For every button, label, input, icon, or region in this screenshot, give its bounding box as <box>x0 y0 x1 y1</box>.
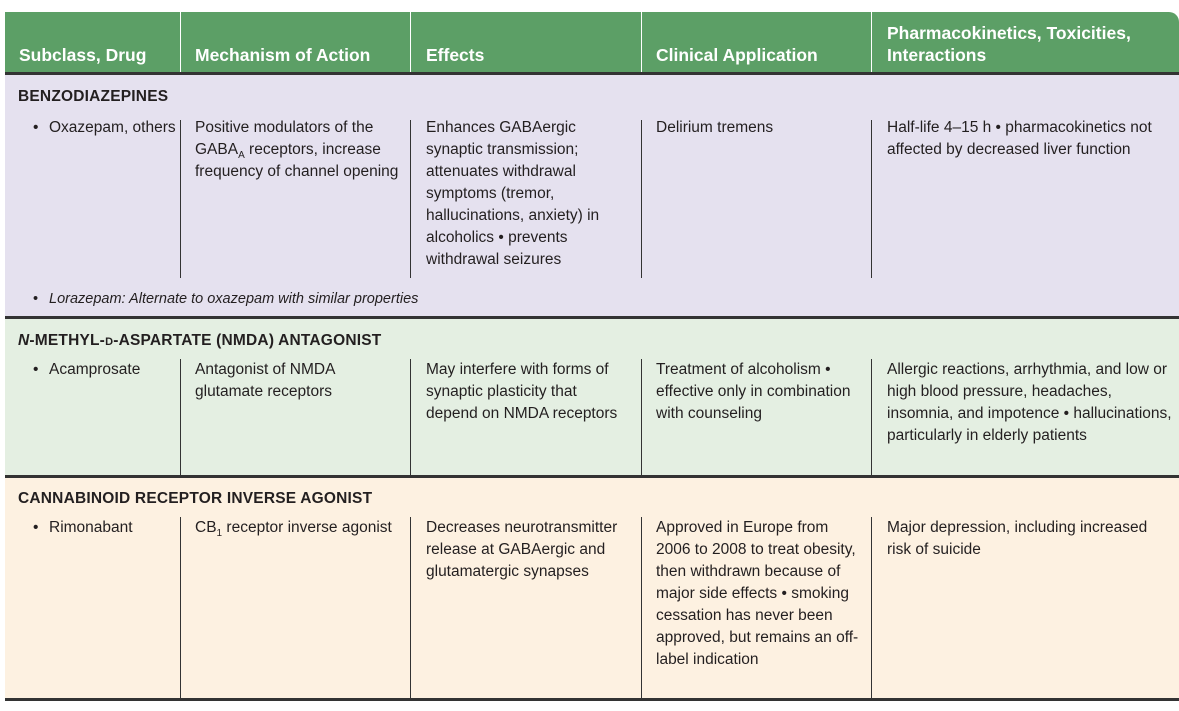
effects-cell: Enhances GABAergic synaptic transmission… <box>426 119 600 268</box>
section-benzodiazepines: BENZODIAZEPINES • Oxazepam, others Positi… <box>5 75 1179 319</box>
section-title: N-METHYL-D-ASPARTATE (NMDA) ANTAGONIST <box>18 332 381 350</box>
header-divider <box>641 12 642 72</box>
bullet-icon: • <box>33 519 39 536</box>
column-divider <box>641 517 642 699</box>
column-divider <box>180 517 181 699</box>
drug-name: • Rimonabant <box>33 517 179 539</box>
column-divider <box>410 120 411 278</box>
title-d: D <box>105 336 114 348</box>
section-cannabinoid-inverse-agonist: CANNABINOID RECEPTOR INVERSE AGONIST • Ri… <box>5 478 1179 701</box>
clinical-cell: Approved in Europe from 2006 to 2008 to … <box>656 519 859 668</box>
bullet-icon: • <box>33 361 39 378</box>
drug-summary-table: Subclass, Drug Mechanism of Action Effec… <box>5 12 1179 701</box>
section-nmda-antagonist: N-METHYL-D-ASPARTATE (NMDA) ANTAGONIST •… <box>5 319 1179 478</box>
mechanism-text: CB <box>195 519 217 536</box>
mechanism-cell: Antagonist of NMDA glutamate receptors <box>195 361 335 400</box>
header-divider <box>410 12 411 72</box>
header-pk: Pharmacokinetics, Toxicities, Interactio… <box>887 22 1131 66</box>
section-title: CANNABINOID RECEPTOR INVERSE AGONIST <box>18 490 373 507</box>
table-header: Subclass, Drug Mechanism of Action Effec… <box>5 12 1179 75</box>
drug-name: • Oxazepam, others <box>33 117 179 139</box>
column-divider <box>180 120 181 278</box>
mechanism-subscript: A <box>238 150 245 162</box>
bullet-icon: • <box>33 119 39 136</box>
header-effects: Effects <box>426 45 485 65</box>
clinical-cell: Delirium tremens <box>656 119 774 136</box>
drug-name: • Acamprosate <box>33 359 179 381</box>
column-divider <box>641 120 642 278</box>
drug-text: Rimonabant <box>49 519 133 536</box>
column-divider <box>180 359 181 475</box>
column-divider <box>410 517 411 699</box>
section-title: BENZODIAZEPINES <box>18 88 169 105</box>
bullet-icon: • <box>33 291 39 307</box>
header-divider <box>871 12 872 72</box>
mechanism-text-2: receptors, increase frequency of channel… <box>195 141 399 180</box>
pk-cell: Major depression, including increased ri… <box>887 519 1148 558</box>
mechanism-cell: CB1 receptor inverse agonist <box>195 517 405 539</box>
mechanism-subscript: 1 <box>216 528 223 540</box>
clinical-cell: Treatment of alcoholism • effective only… <box>656 361 851 422</box>
column-divider <box>641 359 642 475</box>
note-text: Lorazepam: Alternate to oxazepam with si… <box>49 291 419 307</box>
header-divider <box>180 12 181 72</box>
mechanism-text-2: receptor inverse agonist <box>222 519 392 536</box>
header-mechanism: Mechanism of Action <box>195 45 371 65</box>
column-divider <box>871 359 872 475</box>
pk-cell: Allergic reactions, arrhythmia, and low … <box>887 361 1172 444</box>
column-divider <box>871 120 872 278</box>
header-clinical: Clinical Application <box>656 45 818 65</box>
title-n: N <box>18 332 30 349</box>
drug-text: Oxazepam, others <box>49 119 176 136</box>
effects-cell: May interfere with forms of synaptic pla… <box>426 361 618 422</box>
mechanism-cell: Positive modulators of the GABAA recepto… <box>195 117 400 183</box>
column-divider <box>410 359 411 475</box>
header-subclass-drug: Subclass, Drug <box>19 45 147 65</box>
header-pk-line2: Interactions <box>887 45 987 65</box>
pk-cell: Half-life 4–15 h • pharmacokinetics not … <box>887 119 1152 158</box>
title-rest: -ASPARTATE (NMDA) ANTAGONIST <box>113 332 382 349</box>
title-mid: -METHYL- <box>29 332 106 349</box>
column-divider <box>871 517 872 699</box>
section-note: • Lorazepam: Alternate to oxazepam with s… <box>33 288 649 310</box>
effects-cell: Decreases neurotransmitter release at GA… <box>426 519 618 580</box>
header-pk-line1: Pharmacokinetics, Toxicities, <box>887 23 1131 43</box>
mechanism-text: Positive modulators of the GABA <box>195 119 374 158</box>
drug-text: Acamprosate <box>49 361 141 378</box>
